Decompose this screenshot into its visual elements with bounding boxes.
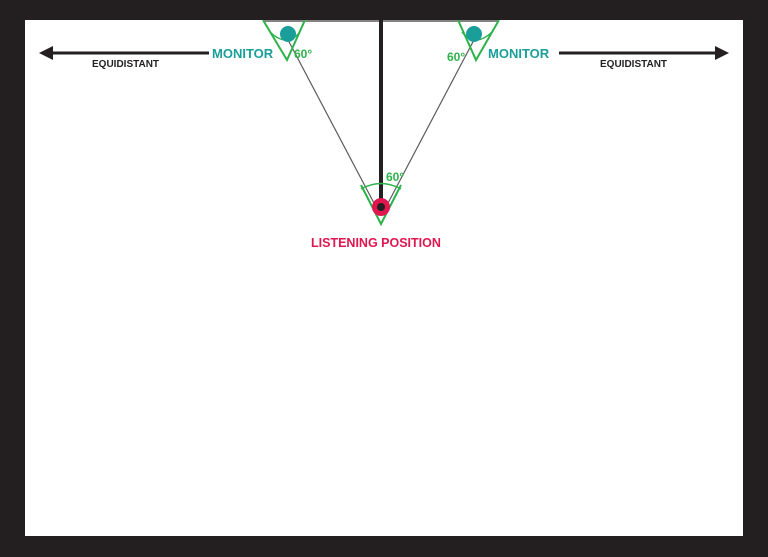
angle-left-label: 60° xyxy=(294,47,312,61)
left-arrow-head-icon xyxy=(39,46,53,60)
left-monitor-icon xyxy=(280,26,296,42)
right-side-line xyxy=(386,37,476,206)
equidistant-left-label: EQUIDISTANT xyxy=(92,59,159,70)
listener-head-icon xyxy=(377,203,385,211)
left-side-line xyxy=(286,37,376,206)
right-arrow-head-icon xyxy=(715,46,729,60)
diagram-canvas: MONITOR MONITOR 60° 60° 60° EQUIDISTANT … xyxy=(25,20,743,536)
speaker-placement-diagram: MONITOR MONITOR 60° 60° 60° EQUIDISTANT … xyxy=(39,20,729,250)
listener-wedge xyxy=(360,184,402,227)
equidistant-right-label: EQUIDISTANT xyxy=(600,59,667,70)
listener-arc xyxy=(360,182,402,190)
angle-right-label: 60° xyxy=(447,50,465,64)
monitor-right-label: MONITOR xyxy=(488,46,550,61)
angle-listener-label: 60° xyxy=(386,170,404,184)
right-monitor-icon xyxy=(466,26,482,42)
listening-position-label: LISTENING POSITION xyxy=(311,236,441,250)
monitor-left-label: MONITOR xyxy=(212,46,274,61)
